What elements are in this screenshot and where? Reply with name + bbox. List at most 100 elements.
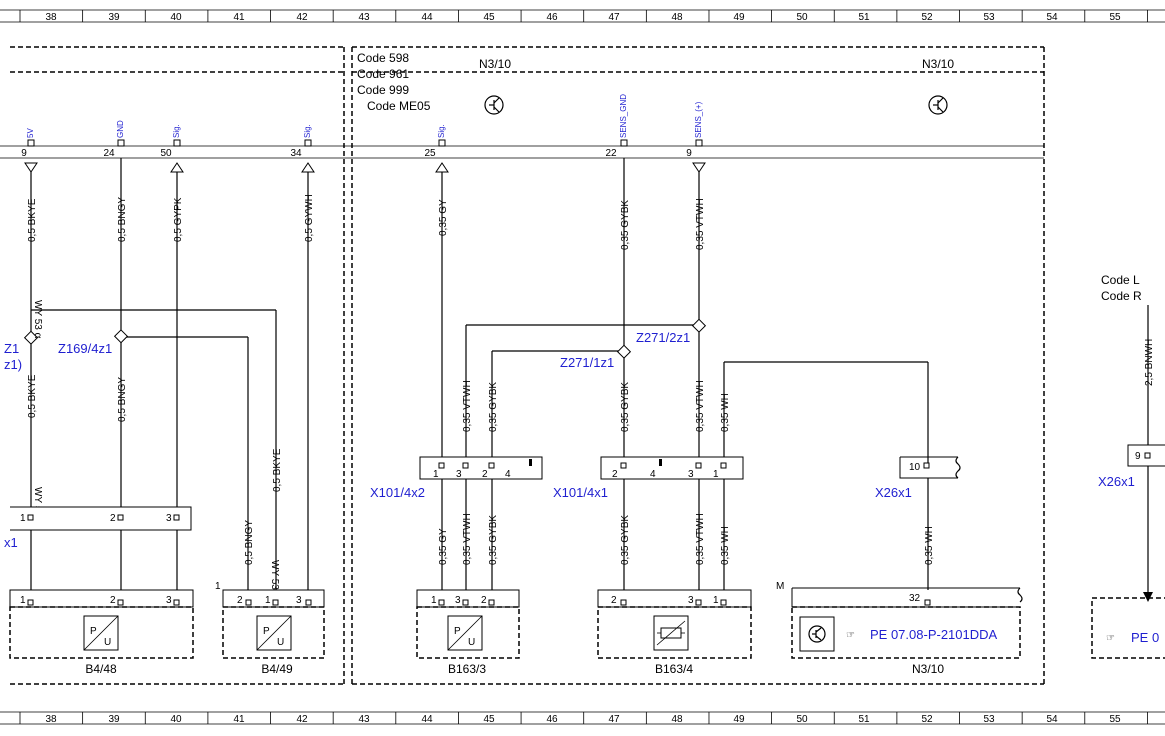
grid-label: 55 xyxy=(1109,714,1121,725)
pin-number: 1 xyxy=(20,513,26,524)
module-boundaries xyxy=(10,46,1045,685)
grid-label: 42 xyxy=(296,12,308,23)
pin-signal: SENS_GND xyxy=(619,94,628,138)
component-label: B4/48 xyxy=(85,662,117,676)
pin-number: 2 xyxy=(612,469,618,480)
pin-number: 2 xyxy=(110,595,116,606)
wire-label: 0,35 GYBK xyxy=(488,515,499,565)
transistor-icon xyxy=(928,95,948,115)
grid-label: 51 xyxy=(858,12,870,23)
grid-label: 55 xyxy=(1109,12,1121,23)
connector-left-strip: 1 2 3 x1 xyxy=(4,506,192,550)
connector-x101-4x1: 2 4 3 1 X101/4x1 xyxy=(553,456,744,500)
pin-signal: Sig. xyxy=(303,124,312,138)
svg-text:U: U xyxy=(468,637,475,648)
pin-number: 2 xyxy=(611,595,617,606)
connector-label: X26x1 xyxy=(1098,474,1135,489)
grid-label: 40 xyxy=(170,714,182,725)
pin-signal: Sig. xyxy=(437,124,446,138)
wire-label: 0,5 BKYE xyxy=(272,448,283,492)
grid-label: 52 xyxy=(921,12,933,23)
temperature-sensor-icon xyxy=(653,615,689,651)
svg-text:P: P xyxy=(90,626,97,637)
component-label: B163/4 xyxy=(655,662,693,676)
pin-number: 22 xyxy=(605,148,617,159)
ecu-pin: 5V 9 xyxy=(21,128,35,159)
module-header: Code 598 Code 961 Code 999 Code ME05 N3/… xyxy=(357,51,954,115)
pin-signal: Sig. xyxy=(172,124,181,138)
connector-label: X101/4x2 xyxy=(370,485,425,500)
splice-label: Z169/4z1 xyxy=(58,341,112,356)
wire-label: 0,35 VTWH xyxy=(695,513,706,565)
pin-number: 3 xyxy=(688,469,694,480)
code-label: Code 999 xyxy=(357,83,409,97)
pin-number: 1 xyxy=(713,469,719,480)
pin-number: 34 xyxy=(290,148,302,159)
wire-label: 0,35 GYBK xyxy=(488,382,499,432)
grid-label: 54 xyxy=(1046,12,1058,23)
grid-label: 49 xyxy=(733,714,745,725)
connector-label: x1 xyxy=(4,535,18,550)
splice-label: Z271/2z1 xyxy=(636,330,690,345)
column-grid-bottom: 38 39 40 41 42 43 44 45 46 47 48 49 50 5… xyxy=(0,711,1165,725)
pressure-sensor-icon: P U xyxy=(83,615,119,651)
code-label: Code L xyxy=(1101,273,1140,287)
svg-text:P: P xyxy=(263,626,270,637)
reference-link[interactable]: PE 0 xyxy=(1131,630,1159,645)
grid-label: 47 xyxy=(608,12,620,23)
wire-label: 0,5 BNGY xyxy=(244,520,255,565)
wire-label: 0,35 GYBK xyxy=(620,515,631,565)
splice-label: Z1 xyxy=(4,341,19,356)
transistor-icon xyxy=(799,616,835,652)
grid-label: 46 xyxy=(546,714,558,725)
grid-label: 43 xyxy=(358,12,370,23)
wire-label: 0,35 WH xyxy=(720,526,731,565)
pin-number: 1 xyxy=(431,595,437,606)
wire-label: 0,5 BKYE xyxy=(27,198,38,242)
grid-label: 44 xyxy=(421,12,433,23)
code-label: Code R xyxy=(1101,289,1142,303)
wire-label: 0,5 GYPK xyxy=(173,197,184,242)
pin-number: 1 xyxy=(713,595,719,606)
component-label: B4/49 xyxy=(261,662,293,676)
splice-markers xyxy=(23,318,707,359)
pin-number: 1 xyxy=(20,595,26,606)
pin-signal: GND xyxy=(116,120,125,138)
component-b4-48: 1 2 3 P U B4/48 xyxy=(9,589,194,676)
connector-x26x1-mid: 10 X26x1 xyxy=(875,456,961,500)
wire-lines xyxy=(30,158,1153,602)
grid-label: 39 xyxy=(108,12,120,23)
svg-text:U: U xyxy=(277,637,284,648)
reference-link[interactable]: PE 07.08-P-2101DDA xyxy=(870,627,998,642)
svg-text:U: U xyxy=(104,637,111,648)
connector-x26x1-right: 9 X26x1 xyxy=(1098,444,1165,489)
grid-label: 47 xyxy=(608,714,620,725)
svg-text:P: P xyxy=(454,626,461,637)
splice-label: z1) xyxy=(4,357,22,372)
grid-label: 50 xyxy=(796,12,808,23)
pin-number: 10 xyxy=(909,462,921,473)
ecu-pin-bar xyxy=(0,145,1044,159)
pin-number: 2 xyxy=(482,469,488,480)
grid-label: 40 xyxy=(170,12,182,23)
shield-tag: WY 53 α xyxy=(32,300,43,339)
column-grid-top: 38 39 40 41 42 43 44 45 46 47 48 49 50 5… xyxy=(0,9,1165,23)
grid-label: 42 xyxy=(296,714,308,725)
code-label: Code 598 xyxy=(357,51,409,65)
ecu-pin: GND 24 xyxy=(103,120,125,159)
pin-number: 2 xyxy=(110,513,116,524)
wire-label: 0,35 VTWH xyxy=(462,380,473,432)
grid-label: 53 xyxy=(983,12,995,23)
pressure-sensor-icon: P U xyxy=(256,615,292,651)
pin-number: 9 xyxy=(1135,451,1141,462)
component-b163-4: 2 3 1 B163/4 xyxy=(597,589,752,676)
ecu-pin: Sig. 25 xyxy=(424,124,446,159)
ecu-pin: SENS_(+) 9 xyxy=(686,101,703,159)
grid-label: 39 xyxy=(108,714,120,725)
wire-label: 0,35 WH xyxy=(924,526,935,565)
pin-number: 1 xyxy=(265,595,271,606)
ecu-pin: SENS_GND 22 xyxy=(605,94,628,159)
grid-label: 49 xyxy=(733,12,745,23)
connector-label: X26x1 xyxy=(875,485,912,500)
pin-number: 2 xyxy=(481,595,487,606)
